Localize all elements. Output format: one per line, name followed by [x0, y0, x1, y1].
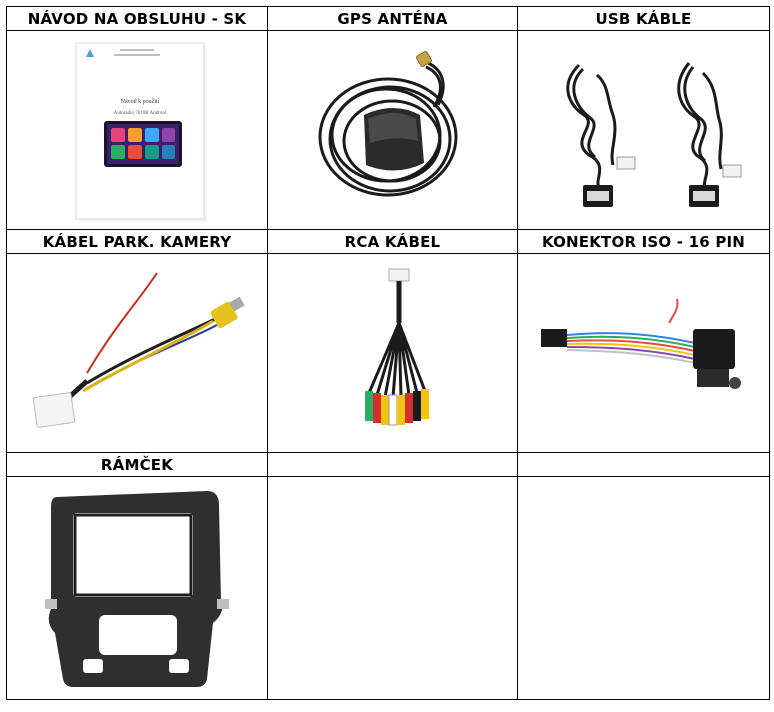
- accessories-table: NÁVOD NA OBSLUHU - SK GPS ANTÉNA USB KÁB…: [6, 6, 770, 700]
- usb-cables-image: [565, 62, 741, 207]
- cell-header-gps-antenna: GPS ANTÉNA: [267, 6, 518, 31]
- cell-header-rca-cable: RCA KÁBEL: [267, 229, 518, 254]
- cell-header-empty-2: [517, 452, 770, 477]
- rca-cable-image: [364, 268, 429, 426]
- cell-header-parking-camera-cable: KÁBEL PARK. KAMERY: [6, 229, 268, 254]
- parking-camera-cable-image-cell: [6, 253, 268, 453]
- gps-antenna-image-cell: [267, 30, 518, 230]
- gps-antenna-image: [318, 51, 457, 197]
- cell-header-frame: RÁMČEK: [6, 452, 268, 477]
- logo-icon: [86, 49, 94, 57]
- manual-subtitle: Autorádio 7610B Android: [114, 111, 167, 116]
- iso-connector-image: [540, 298, 741, 389]
- cell-header-iso-connector: KONEKTOR ISO - 16 PIN: [517, 229, 770, 254]
- cell-header-usb-cables: USB KÁBLE: [517, 6, 770, 31]
- manual-title: Návod k použití: [121, 99, 160, 105]
- sma-connector: [415, 51, 432, 67]
- cell-header-empty-1: [267, 452, 518, 477]
- manual-image-cell: Návod k použití Autorádio 7610B Android: [6, 30, 268, 230]
- rca-cable-image-cell: [267, 253, 518, 453]
- parking-camera-cable-image: [32, 272, 245, 428]
- empty-cell-2: [517, 476, 770, 700]
- frame-image-cell: [6, 476, 268, 700]
- manual-document-image: Návod k použití Autorádio 7610B Android: [75, 42, 207, 222]
- frame-image: [45, 491, 229, 687]
- cell-header-manual: NÁVOD NA OBSLUHU - SK: [6, 6, 268, 31]
- iso-connector-image-cell: [517, 253, 770, 453]
- empty-cell-1: [267, 476, 518, 700]
- usb-cables-image-cell: [517, 30, 770, 230]
